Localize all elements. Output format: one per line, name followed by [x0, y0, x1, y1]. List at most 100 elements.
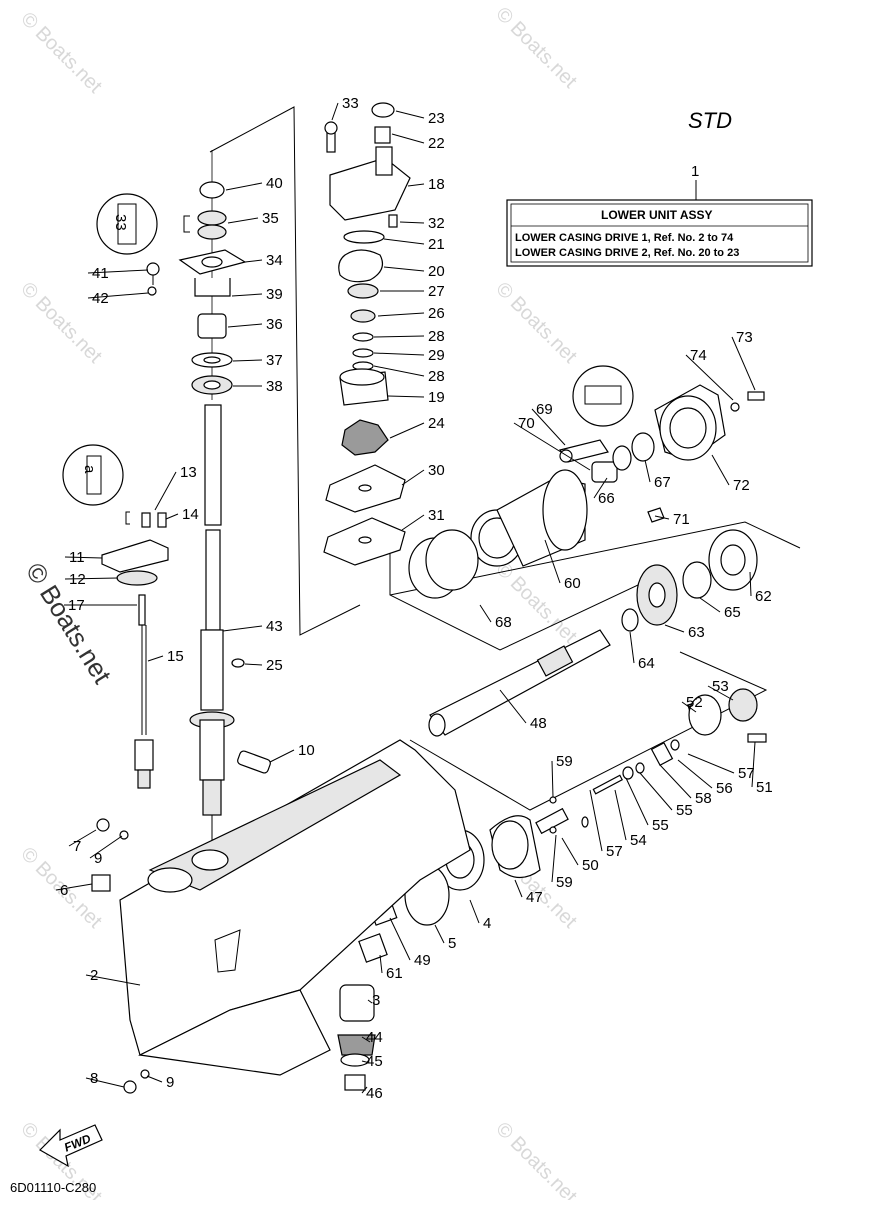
callout-55: 55 [652, 817, 669, 834]
watermark-2: © Boats.net [491, 3, 581, 93]
callout-36: 36 [266, 316, 283, 333]
leader-line-33 [331, 102, 339, 121]
leader-line-44 [361, 1036, 371, 1043]
leader-line-74 [685, 354, 734, 401]
leader-line-7 [68, 829, 97, 847]
assembly-line-2: LOWER CASING DRIVE 2, Ref. No. 20 to 23 [515, 247, 739, 259]
leader-line-64 [629, 631, 635, 664]
callout-60: 60 [564, 575, 581, 592]
callout-28: 28 [428, 368, 445, 385]
leader-line-46 [361, 1086, 368, 1094]
leader-line-67 [644, 459, 651, 483]
leader-line-69 [531, 408, 566, 446]
callout-74: 74 [690, 347, 707, 364]
detail-circle-13: a [62, 444, 124, 506]
callout-8: 8 [90, 1070, 98, 1087]
leader-line-68 [479, 604, 492, 623]
leader-line-53 [707, 685, 734, 701]
callout-33: 33 [342, 95, 359, 112]
assembly-title: LOWER UNIT ASSY [601, 208, 713, 222]
leader-line-62 [749, 571, 752, 597]
callout-39: 39 [266, 286, 283, 303]
leader-line-9 [89, 835, 123, 859]
callout-31: 31 [428, 507, 445, 524]
callout-66: 66 [598, 490, 615, 507]
leader-line-57 [687, 753, 735, 774]
leader-line-25 [244, 663, 263, 666]
leader-line-55 [625, 777, 649, 826]
leader-line-35 [227, 217, 259, 224]
leader-line-40 [225, 182, 263, 191]
callout-54: 54 [630, 832, 647, 849]
leader-line-3 [367, 999, 373, 1004]
callout-34: 34 [266, 252, 283, 269]
leader-line-42 [87, 292, 149, 299]
callout-69: 69 [536, 401, 553, 418]
leader-line-2 [85, 974, 141, 986]
callout-23: 23 [428, 110, 445, 127]
callout-45: 45 [366, 1053, 383, 1070]
leader-line-54 [614, 789, 627, 841]
leader-line-20 [383, 266, 425, 272]
callout-12: 12 [69, 571, 86, 588]
leader-line-73 [731, 336, 756, 391]
assembly-ref: 1 [691, 163, 699, 180]
svg-text:33: 33 [112, 214, 129, 231]
leader-line-34 [244, 259, 263, 263]
leader-line-59 [551, 834, 557, 883]
leader-lines [55, 102, 756, 1094]
callout-48: 48 [530, 715, 547, 732]
callout-3: 3 [372, 992, 380, 1009]
callout-2: 2 [90, 967, 98, 984]
callout-4: 4 [483, 915, 491, 932]
leader-line-32 [399, 221, 425, 224]
callout-25: 25 [266, 657, 283, 674]
callout-10: 10 [298, 742, 315, 759]
leader-line-15 [147, 655, 164, 662]
leader-line-28 [373, 335, 425, 338]
callout-57: 57 [738, 765, 755, 782]
leader-line-61 [379, 954, 383, 974]
callout-52: 52 [686, 694, 703, 711]
callout-62: 62 [755, 588, 772, 605]
callout-68: 68 [495, 614, 512, 631]
shift-linkage [101, 511, 169, 789]
leader-line-47 [514, 879, 523, 898]
callout-9: 9 [166, 1074, 174, 1091]
callout-55: 55 [676, 802, 693, 819]
gear-stack [428, 529, 758, 737]
callout-41: 41 [92, 265, 109, 282]
callout-44: 44 [366, 1029, 383, 1046]
callout-7: 7 [73, 838, 81, 855]
leader-line-18 [407, 183, 425, 187]
callout-24: 24 [428, 415, 445, 432]
callout-56: 56 [716, 780, 733, 797]
watermark-1: © Boats.net [16, 8, 106, 98]
leader-line-30 [401, 469, 425, 486]
callout-27: 27 [428, 283, 445, 300]
leader-line-22 [391, 133, 425, 144]
leader-line-50 [561, 837, 579, 866]
leader-line-36 [227, 323, 263, 328]
callout-21: 21 [428, 236, 445, 253]
leader-line-52 [681, 701, 697, 713]
callout-20: 20 [428, 263, 445, 280]
leader-line-48 [499, 689, 527, 724]
callout-28: 28 [428, 328, 445, 345]
svg-text:a: a [81, 465, 98, 474]
leader-line-71 [654, 515, 670, 520]
leader-line-72 [711, 454, 730, 486]
callout-17: 17 [68, 597, 85, 614]
leader-line-21 [383, 238, 425, 245]
callout-18: 18 [428, 176, 445, 193]
watermark-4: © Boats.net [491, 278, 581, 368]
leader-line-31 [401, 514, 425, 531]
callout-29: 29 [428, 347, 445, 364]
assembly-box: 1 LOWER UNIT ASSY LOWER CASING DRIVE 1, … [506, 163, 813, 267]
leader-line-45 [361, 1060, 371, 1064]
assembly-line-1: LOWER CASING DRIVE 1, Ref. No. 2 to 74 [515, 232, 734, 244]
callout-61: 61 [386, 965, 403, 982]
leader-line-12 [64, 577, 119, 580]
callout-59: 59 [556, 753, 573, 770]
callout-32: 32 [428, 215, 445, 232]
